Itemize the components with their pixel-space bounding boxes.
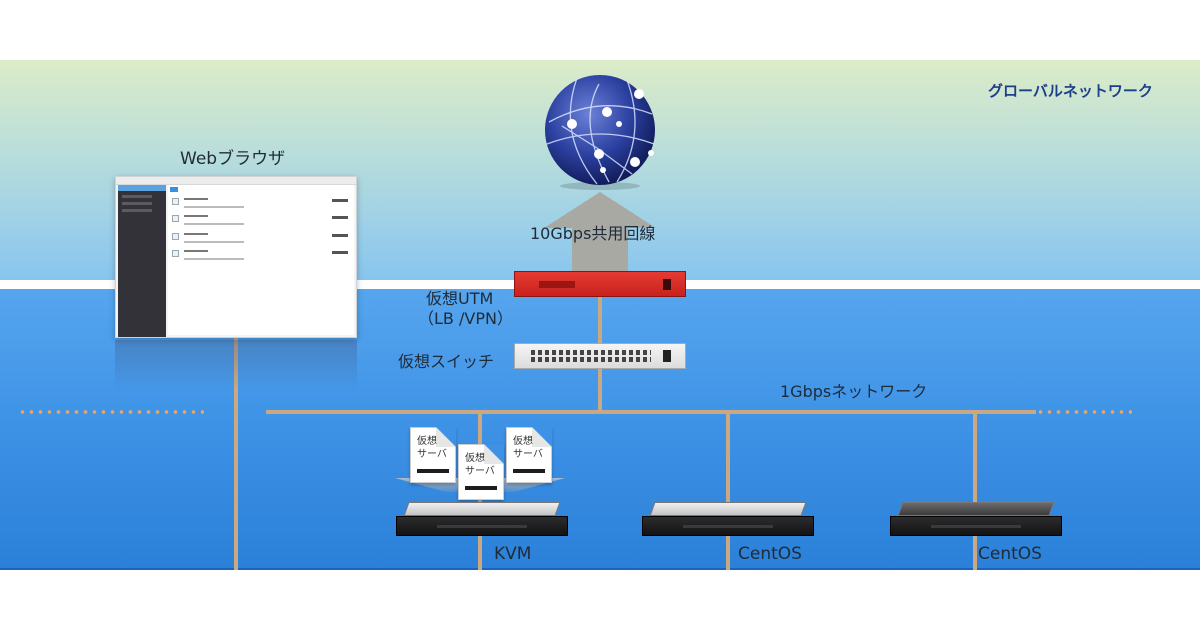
centos2-cable	[973, 410, 977, 570]
virtual-server-icon: 仮想サーバ	[506, 427, 552, 483]
centos-label: CentOS	[978, 544, 1042, 564]
uplink-label: 10Gbps共用回線	[530, 224, 656, 243]
virtual-server-icon: 仮想サーバ	[410, 427, 456, 483]
utm-appliance-icon	[514, 271, 686, 297]
globe-icon	[545, 75, 655, 190]
server-icon	[172, 215, 179, 222]
server-icon	[172, 250, 179, 257]
sidebar-item	[122, 202, 152, 205]
browser-reflection	[115, 340, 357, 390]
server-list-item	[172, 214, 350, 230]
web-browser-window	[115, 176, 357, 338]
global-network-label: グローバルネットワーク	[988, 82, 1153, 100]
vm-label: 仮想	[513, 436, 533, 447]
vm-label: 仮想	[417, 436, 437, 447]
server-icon	[172, 198, 179, 205]
server-list-item	[172, 197, 350, 213]
lan-label: 1Gbpsネットワーク	[780, 382, 928, 401]
centos1-cable	[726, 410, 730, 570]
kvm-label: KVM	[494, 544, 532, 564]
kvm-server-icon	[396, 502, 568, 538]
centos-label: CentOS	[738, 544, 802, 564]
sidebar-item	[122, 195, 152, 198]
browser-content	[168, 185, 354, 335]
lan-left-extension	[18, 410, 204, 414]
browser-sidebar	[118, 185, 166, 337]
utm-label: 仮想UTM	[426, 289, 494, 308]
switch-to-lan-cable	[598, 369, 602, 413]
server-list-item	[172, 249, 350, 265]
browser-cable	[234, 338, 238, 570]
sidebar-item	[122, 209, 152, 212]
vm-label: 仮想	[465, 453, 485, 464]
browser-titlebar	[116, 177, 356, 185]
vm-label: サーバ	[417, 449, 447, 460]
sidebar-header	[118, 185, 166, 191]
utm-sublabel: （LB /VPN）	[418, 309, 513, 328]
add-badge	[170, 187, 178, 192]
switch-label: 仮想スイッチ	[398, 352, 495, 371]
lan-backbone-cable	[266, 410, 1036, 414]
lan-right-extension	[1036, 410, 1132, 414]
switch-appliance-icon	[514, 343, 686, 369]
server-icon	[172, 233, 179, 240]
server-list-item	[172, 232, 350, 248]
virtual-server-icon: 仮想サーバ	[458, 444, 504, 500]
utm-to-switch-cable	[598, 297, 602, 343]
vm-label: サーバ	[465, 466, 495, 477]
centos-server-icon	[642, 502, 814, 538]
centos-server-icon	[890, 502, 1062, 538]
web-browser-label: Webブラウザ	[180, 149, 286, 169]
uplink-arrow-icon	[544, 192, 656, 282]
vm-label: サーバ	[513, 449, 543, 460]
